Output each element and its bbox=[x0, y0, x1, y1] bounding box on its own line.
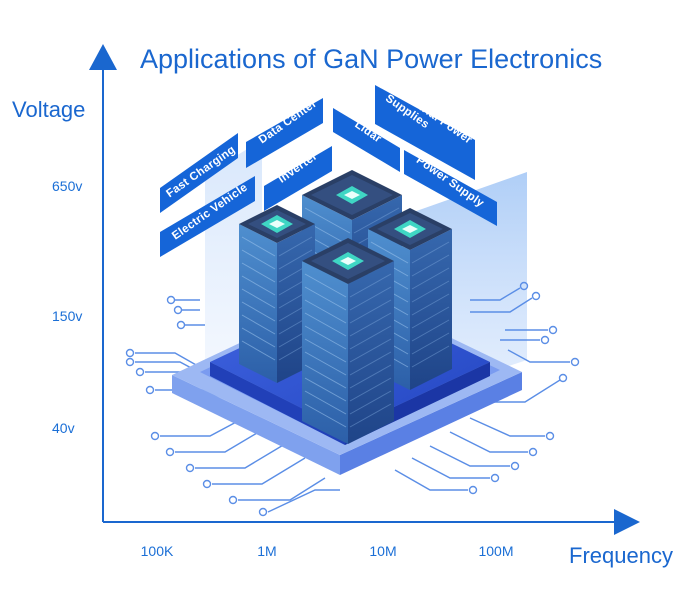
panel-lidar bbox=[333, 108, 400, 172]
x-tick-10m: 10M bbox=[369, 543, 397, 559]
panel-power-supply bbox=[404, 150, 497, 226]
application-panels bbox=[160, 85, 497, 257]
arrow-up-icon bbox=[89, 44, 117, 70]
x-tick-100k: 100K bbox=[140, 543, 174, 559]
server-tower-icon bbox=[239, 170, 452, 444]
panel-industrial-power-supplies bbox=[375, 85, 475, 180]
arrow-right-icon bbox=[614, 509, 640, 535]
panel-electric-vehicle bbox=[160, 176, 255, 257]
x-axis bbox=[103, 509, 640, 535]
y-axis bbox=[89, 44, 117, 522]
y-axis-label: Voltage bbox=[12, 97, 86, 122]
y-tick-650v: 650v bbox=[52, 178, 83, 194]
y-tick-150v: 150v bbox=[52, 308, 83, 324]
panel-fast-charging bbox=[160, 133, 238, 213]
panel-data-center bbox=[246, 98, 323, 168]
x-tick-1m: 1M bbox=[257, 543, 277, 559]
x-tick-100m: 100M bbox=[478, 543, 514, 559]
x-axis-label: Frequency bbox=[569, 543, 673, 568]
circuit-trace-icon bbox=[125, 281, 580, 517]
panel-inverter bbox=[264, 146, 332, 211]
server-tower-front bbox=[302, 238, 394, 444]
diagram-title: Applications of GaN Power Electronics bbox=[140, 44, 603, 74]
y-tick-40v: 40v bbox=[52, 420, 75, 436]
